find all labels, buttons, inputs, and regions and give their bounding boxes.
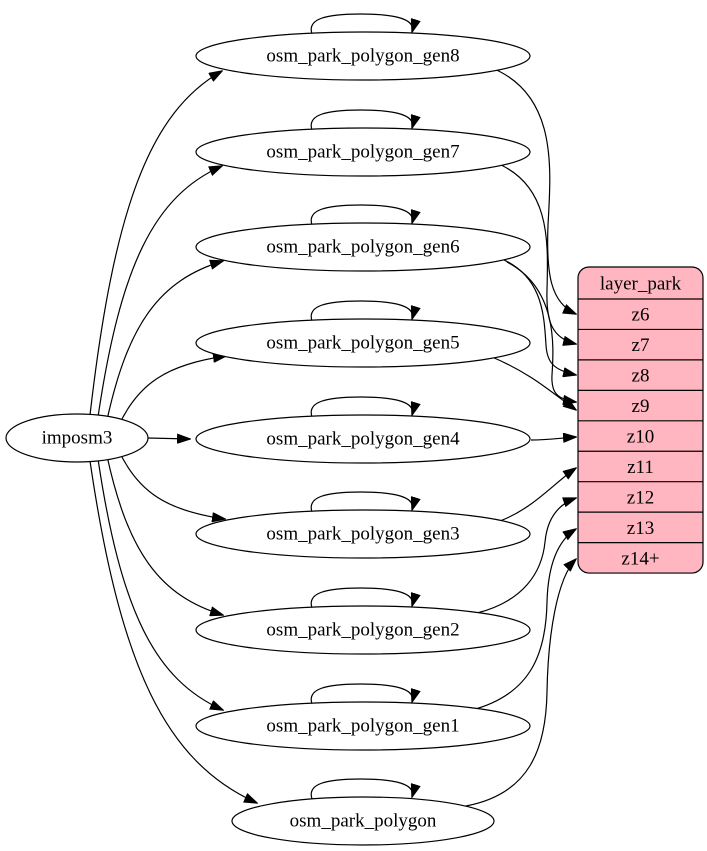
node-label: osm_park_polygon_gen4: [266, 429, 460, 450]
layer-park-row-z9: z9: [632, 396, 650, 417]
node-label: osm_park_polygon_gen3: [266, 524, 459, 545]
edge-osm_park_polygon_gen6-to-z8: [496, 256, 576, 375]
node-label: osm_park_polygon: [290, 811, 437, 832]
layer-park-table: layer_park z6 z7 z8 z9 z10 z11 z12 z13 z14+: [577, 266, 704, 574]
node-label: osm_park_polygon_gen2: [266, 620, 459, 641]
node-osm_park_polygon: osm_park_polygon: [231, 796, 495, 846]
node-ellipse: [231, 796, 495, 846]
node-osm_park_polygon_gen5: osm_park_polygon_gen5: [195, 318, 531, 368]
self-loop-osm_park_polygon_gen3: [310, 491, 412, 513]
node-label: osm_park_polygon_gen7: [266, 142, 459, 163]
self-loop-osm_park_polygon_gen2: [310, 587, 412, 609]
node-label: osm_park_polygon_gen8: [266, 46, 459, 67]
layer-park-row-z11: z11: [627, 457, 654, 478]
edge-imposm3-to-osm_park_polygon_gen7: [97, 166, 222, 418]
edge-osm_park_polygon-to-z14+: [465, 559, 576, 807]
edge-osm_park_polygon_gen4-to-z10: [530, 437, 576, 440]
node-ellipse: [195, 701, 531, 751]
edge-osm_park_polygon_gen6-to-z9: [506, 261, 576, 402]
self-loop-osm_park_polygon_gen8: [310, 13, 412, 35]
node-ellipse: [195, 31, 531, 81]
node-label: osm_park_polygon_gen1: [266, 716, 459, 737]
node-osm_park_polygon_gen1: osm_park_polygon_gen1: [195, 701, 531, 751]
edge-osm_park_polygon_gen2-to-z12: [476, 498, 576, 614]
self-loop-osm_park_polygon_gen6: [310, 204, 412, 226]
edge-osm_park_polygon_gen3-to-z11: [499, 468, 576, 522]
node-ellipse: [5, 413, 149, 463]
edge-imposm3-to-osm_park_polygon: [89, 460, 257, 803]
node-osm_park_polygon_gen2: osm_park_polygon_gen2: [195, 605, 531, 655]
edge-osm_park_polygon_gen7-to-z7: [493, 161, 576, 344]
self-loop-osm_park_polygon_gen5: [310, 300, 412, 322]
node-label: imposm3: [42, 428, 113, 449]
edge-osm_park_polygon_gen5-to-z9: [491, 356, 576, 410]
layer-park-row-z6: z6: [632, 305, 650, 326]
layer-park-outline: [577, 266, 704, 574]
self-loop-osm_park_polygon_gen4: [310, 396, 412, 418]
self-loop-osm_park_polygon_gen7: [310, 109, 412, 131]
edge-imposm3-to-osm_park_polygon_gen8: [89, 71, 222, 416]
node-osm_park_polygon_gen3: osm_park_polygon_gen3: [195, 509, 531, 559]
node-osm_park_polygon_gen4: osm_park_polygon_gen4: [195, 414, 531, 464]
node-label: osm_park_polygon_gen5: [266, 333, 459, 354]
self-loop-osm_park_polygon: [310, 778, 412, 800]
node-label: osm_park_polygon_gen6: [266, 237, 459, 258]
layer-park-row-z10: z10: [627, 427, 654, 448]
node-osm_park_polygon_gen6: osm_park_polygon_gen6: [195, 222, 531, 272]
node-osm_park_polygon_gen8: osm_park_polygon_gen8: [195, 31, 531, 81]
edge-osm_park_polygon_gen8-to-z6: [491, 67, 576, 314]
edge-imposm3-to-osm_park_polygon_gen2: [106, 455, 223, 615]
layer-park-row-z8: z8: [632, 366, 650, 387]
layer-park-title: layer_park: [600, 274, 682, 295]
edge-osm_park_polygon_gen1-to-z13: [471, 529, 576, 711]
edge-imposm3-to-osm_park_polygon_gen1: [97, 458, 223, 710]
node-ellipse: [195, 222, 531, 272]
node-imposm3: imposm3: [5, 413, 149, 463]
node-osm_park_polygon_gen7: osm_park_polygon_gen7: [195, 127, 531, 177]
layer-park-row-z7: z7: [632, 335, 650, 356]
layer-park-row-z12: z12: [627, 487, 654, 508]
edge-imposm3-to-osm_park_polygon_gen3: [118, 450, 225, 519]
layer-park-row-z13: z13: [627, 518, 654, 539]
self-loop-osm_park_polygon_gen1: [310, 683, 412, 705]
node-ellipse: [195, 605, 531, 655]
layer-park-row-z14+: z14+: [621, 548, 659, 569]
node-ellipse: [195, 509, 531, 559]
edge-imposm3-to-osm_park_polygon_gen5: [118, 356, 226, 426]
edge-imposm3-to-osm_park_polygon_gen6: [106, 261, 223, 421]
node-ellipse: [195, 414, 531, 464]
edge-imposm3-to-osm_park_polygon_gen4: [147, 438, 190, 439]
node-ellipse: [195, 318, 531, 368]
node-ellipse: [195, 127, 531, 177]
